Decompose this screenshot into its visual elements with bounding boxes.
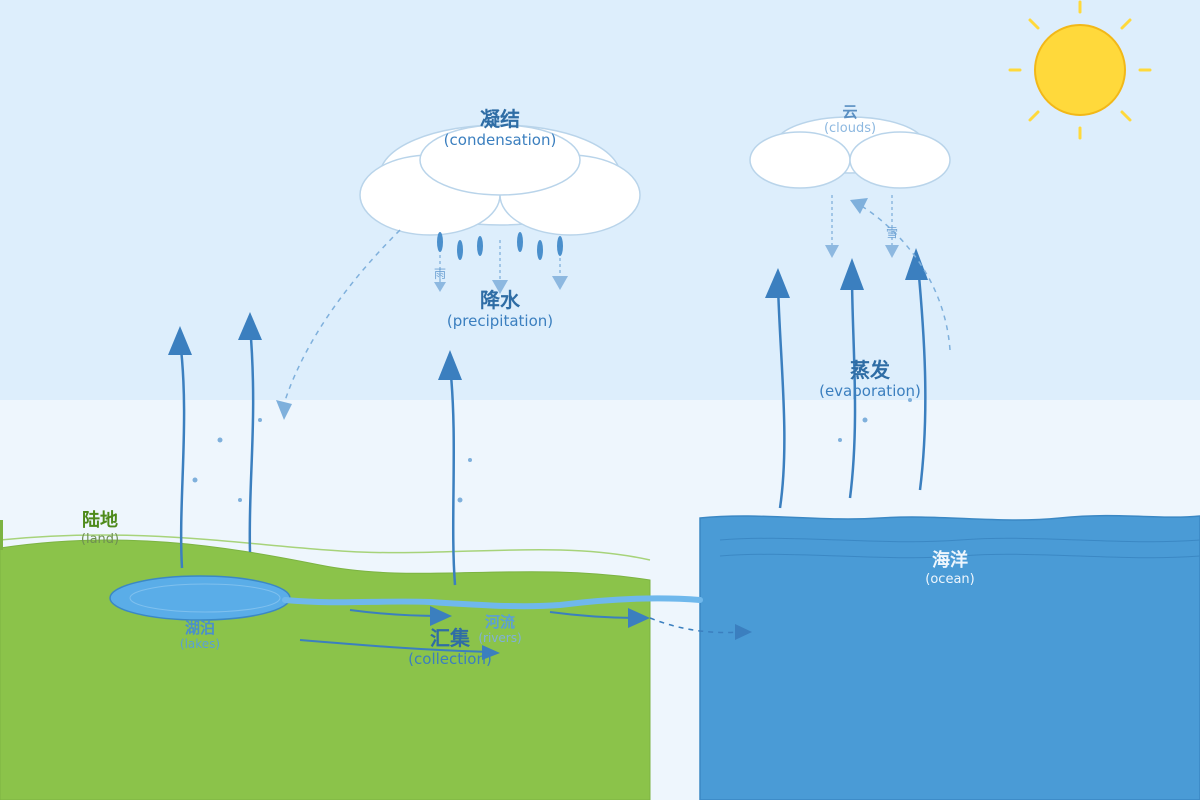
collection-arrowheads [430, 606, 650, 660]
cloud-transport-arrow [276, 229, 401, 420]
condensation-en: (condensation) [443, 131, 557, 149]
lake-inner [129, 583, 281, 613]
snow-arrows [825, 195, 899, 258]
collection-label: 汇集 (collection) [408, 626, 492, 669]
ocean-wave-1 [719, 537, 1200, 543]
land-zh: 陆地 [82, 510, 118, 531]
condensation-cloud [359, 124, 641, 236]
lakes-zh: 湖泊 [184, 619, 215, 637]
rain-drops [437, 232, 563, 260]
snow-mark: 雪 [885, 226, 899, 240]
ocean-body [699, 514, 1200, 800]
land-edge [0, 520, 3, 550]
ocean-label: 海洋 (ocean) [925, 550, 975, 587]
ocean-evaporation-arrows [776, 264, 927, 509]
rain-mark: 雨 [433, 267, 447, 281]
land-evaporation-heads [168, 312, 462, 380]
land-outline [0, 534, 651, 561]
ocean-evaporation-heads [765, 248, 928, 298]
clouds-en: (clouds) [823, 121, 877, 137]
rivers-en: (rivers) [478, 631, 522, 646]
precipitation-en: (precipitation) [446, 312, 554, 330]
lakes-label: 湖泊 (lakes) [179, 619, 221, 652]
runoff-arrow [649, 617, 752, 640]
precipitation-label: 降水 (precipitation) [446, 288, 554, 331]
sun-icon [1008, 0, 1152, 140]
land-label: 陆地 (land) [80, 510, 120, 547]
collection-en: (collection) [408, 650, 492, 668]
ocean-vapor-arrow [850, 198, 951, 351]
evaporation-label: 蒸发 (evaporation) [819, 358, 921, 401]
vapor-dots [192, 398, 912, 503]
collection-zh: 汇集 [429, 626, 470, 650]
ocean-en: (ocean) [925, 571, 975, 587]
rivers-zh: 河流 [484, 613, 515, 631]
clouds-zh: 云 [842, 103, 858, 121]
precipitation-zh: 降水 [479, 288, 520, 312]
small-cloud [749, 116, 951, 189]
ocean-wave-2 [719, 553, 1200, 559]
land-evaporation-arrows [178, 324, 457, 586]
condensation-label: 凝结 (condensation) [443, 107, 557, 150]
evaporation-en: (evaporation) [819, 382, 921, 400]
evaporation-zh: 蒸发 [849, 358, 890, 382]
clouds-label: 云 (clouds) [823, 103, 877, 137]
lakes-en: (lakes) [179, 637, 221, 652]
rain-arrows [434, 240, 568, 294]
land-en: (land) [80, 531, 120, 547]
land-mass [0, 539, 651, 800]
rivers-label: 河流 (rivers) [478, 613, 522, 646]
ocean-zh: 海洋 [931, 550, 968, 571]
lake-shape [109, 575, 291, 621]
river [282, 595, 703, 610]
condensation-zh: 凝结 [479, 107, 520, 131]
